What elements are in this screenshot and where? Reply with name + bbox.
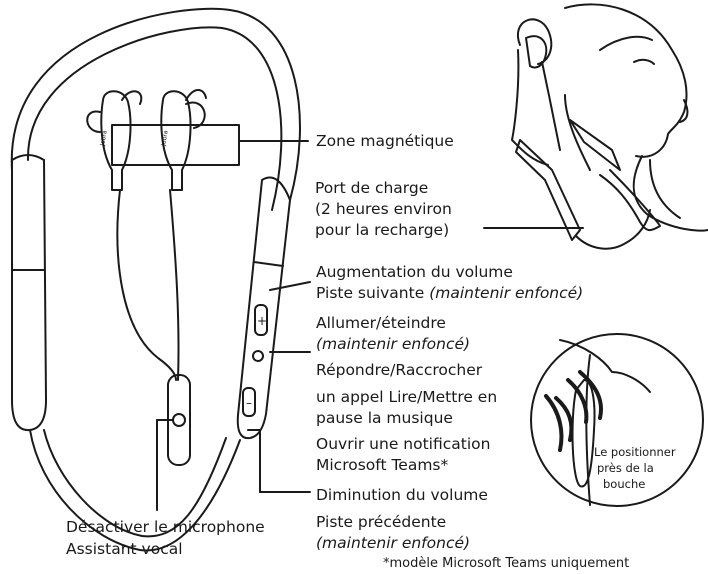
label-charging-port: Port de charge [315, 178, 428, 199]
label-voice-assistant: Assistant vocal [66, 539, 183, 560]
label-position-3: bouche [603, 477, 645, 491]
footnote: *modèle Microsoft Teams uniquement [383, 553, 629, 574]
multifunction-button-shape [253, 351, 263, 361]
right-cable [170, 190, 179, 380]
label-position-2: près de la [597, 461, 654, 475]
label-play-pause-2: pause la musique [316, 408, 453, 429]
label-hold-3: (maintenir enfoncé) [316, 533, 470, 554]
label-magnetic-zone: Zone magnétique [316, 131, 454, 152]
minus-symbol: – [246, 396, 252, 410]
label-prev-track: Piste précédente [316, 512, 446, 533]
label-power: Allumer/éteindre [316, 313, 446, 334]
label-teams-notif-1: Ouvrir une notification [316, 434, 490, 455]
label-play-pause-1: un appel Lire/Mettre en [316, 387, 497, 408]
label-mute-mic: Désactiver le microphone [66, 517, 265, 538]
person-head [565, 4, 687, 156]
label-next-track-line: Piste suivante (maintenir enfoncé) [316, 283, 583, 304]
label-volume-up: Augmentation du volume [316, 262, 513, 283]
worn-earbud [526, 36, 546, 67]
label-teams-notif-2: Microsoft Teams* [316, 455, 448, 476]
worn-band-back [600, 170, 660, 230]
label-charging-time-1: (2 heures environ [315, 199, 452, 220]
label-hold-1: (maintenir enfoncé) [429, 284, 583, 302]
earbud-logo-right: Jabra [160, 130, 170, 148]
label-next-track: Piste suivante [316, 284, 424, 302]
inset-remote [573, 380, 595, 487]
earbud-logo-left: Jabra [99, 130, 109, 148]
left-housing [12, 155, 46, 430]
label-position-1: Le positionner [594, 445, 676, 459]
neckband-outer-arc [12, 9, 300, 200]
label-answer-end: Répondre/Raccrocher [316, 360, 482, 381]
label-hold-2: (maintenir enfoncé) [316, 334, 470, 355]
left-cable [117, 190, 176, 380]
label-charging-time-2: pour la recharge) [315, 220, 449, 241]
plus-symbol: + [257, 314, 267, 328]
label-volume-down: Diminution du volume [316, 485, 488, 506]
worn-band-left [516, 140, 580, 240]
